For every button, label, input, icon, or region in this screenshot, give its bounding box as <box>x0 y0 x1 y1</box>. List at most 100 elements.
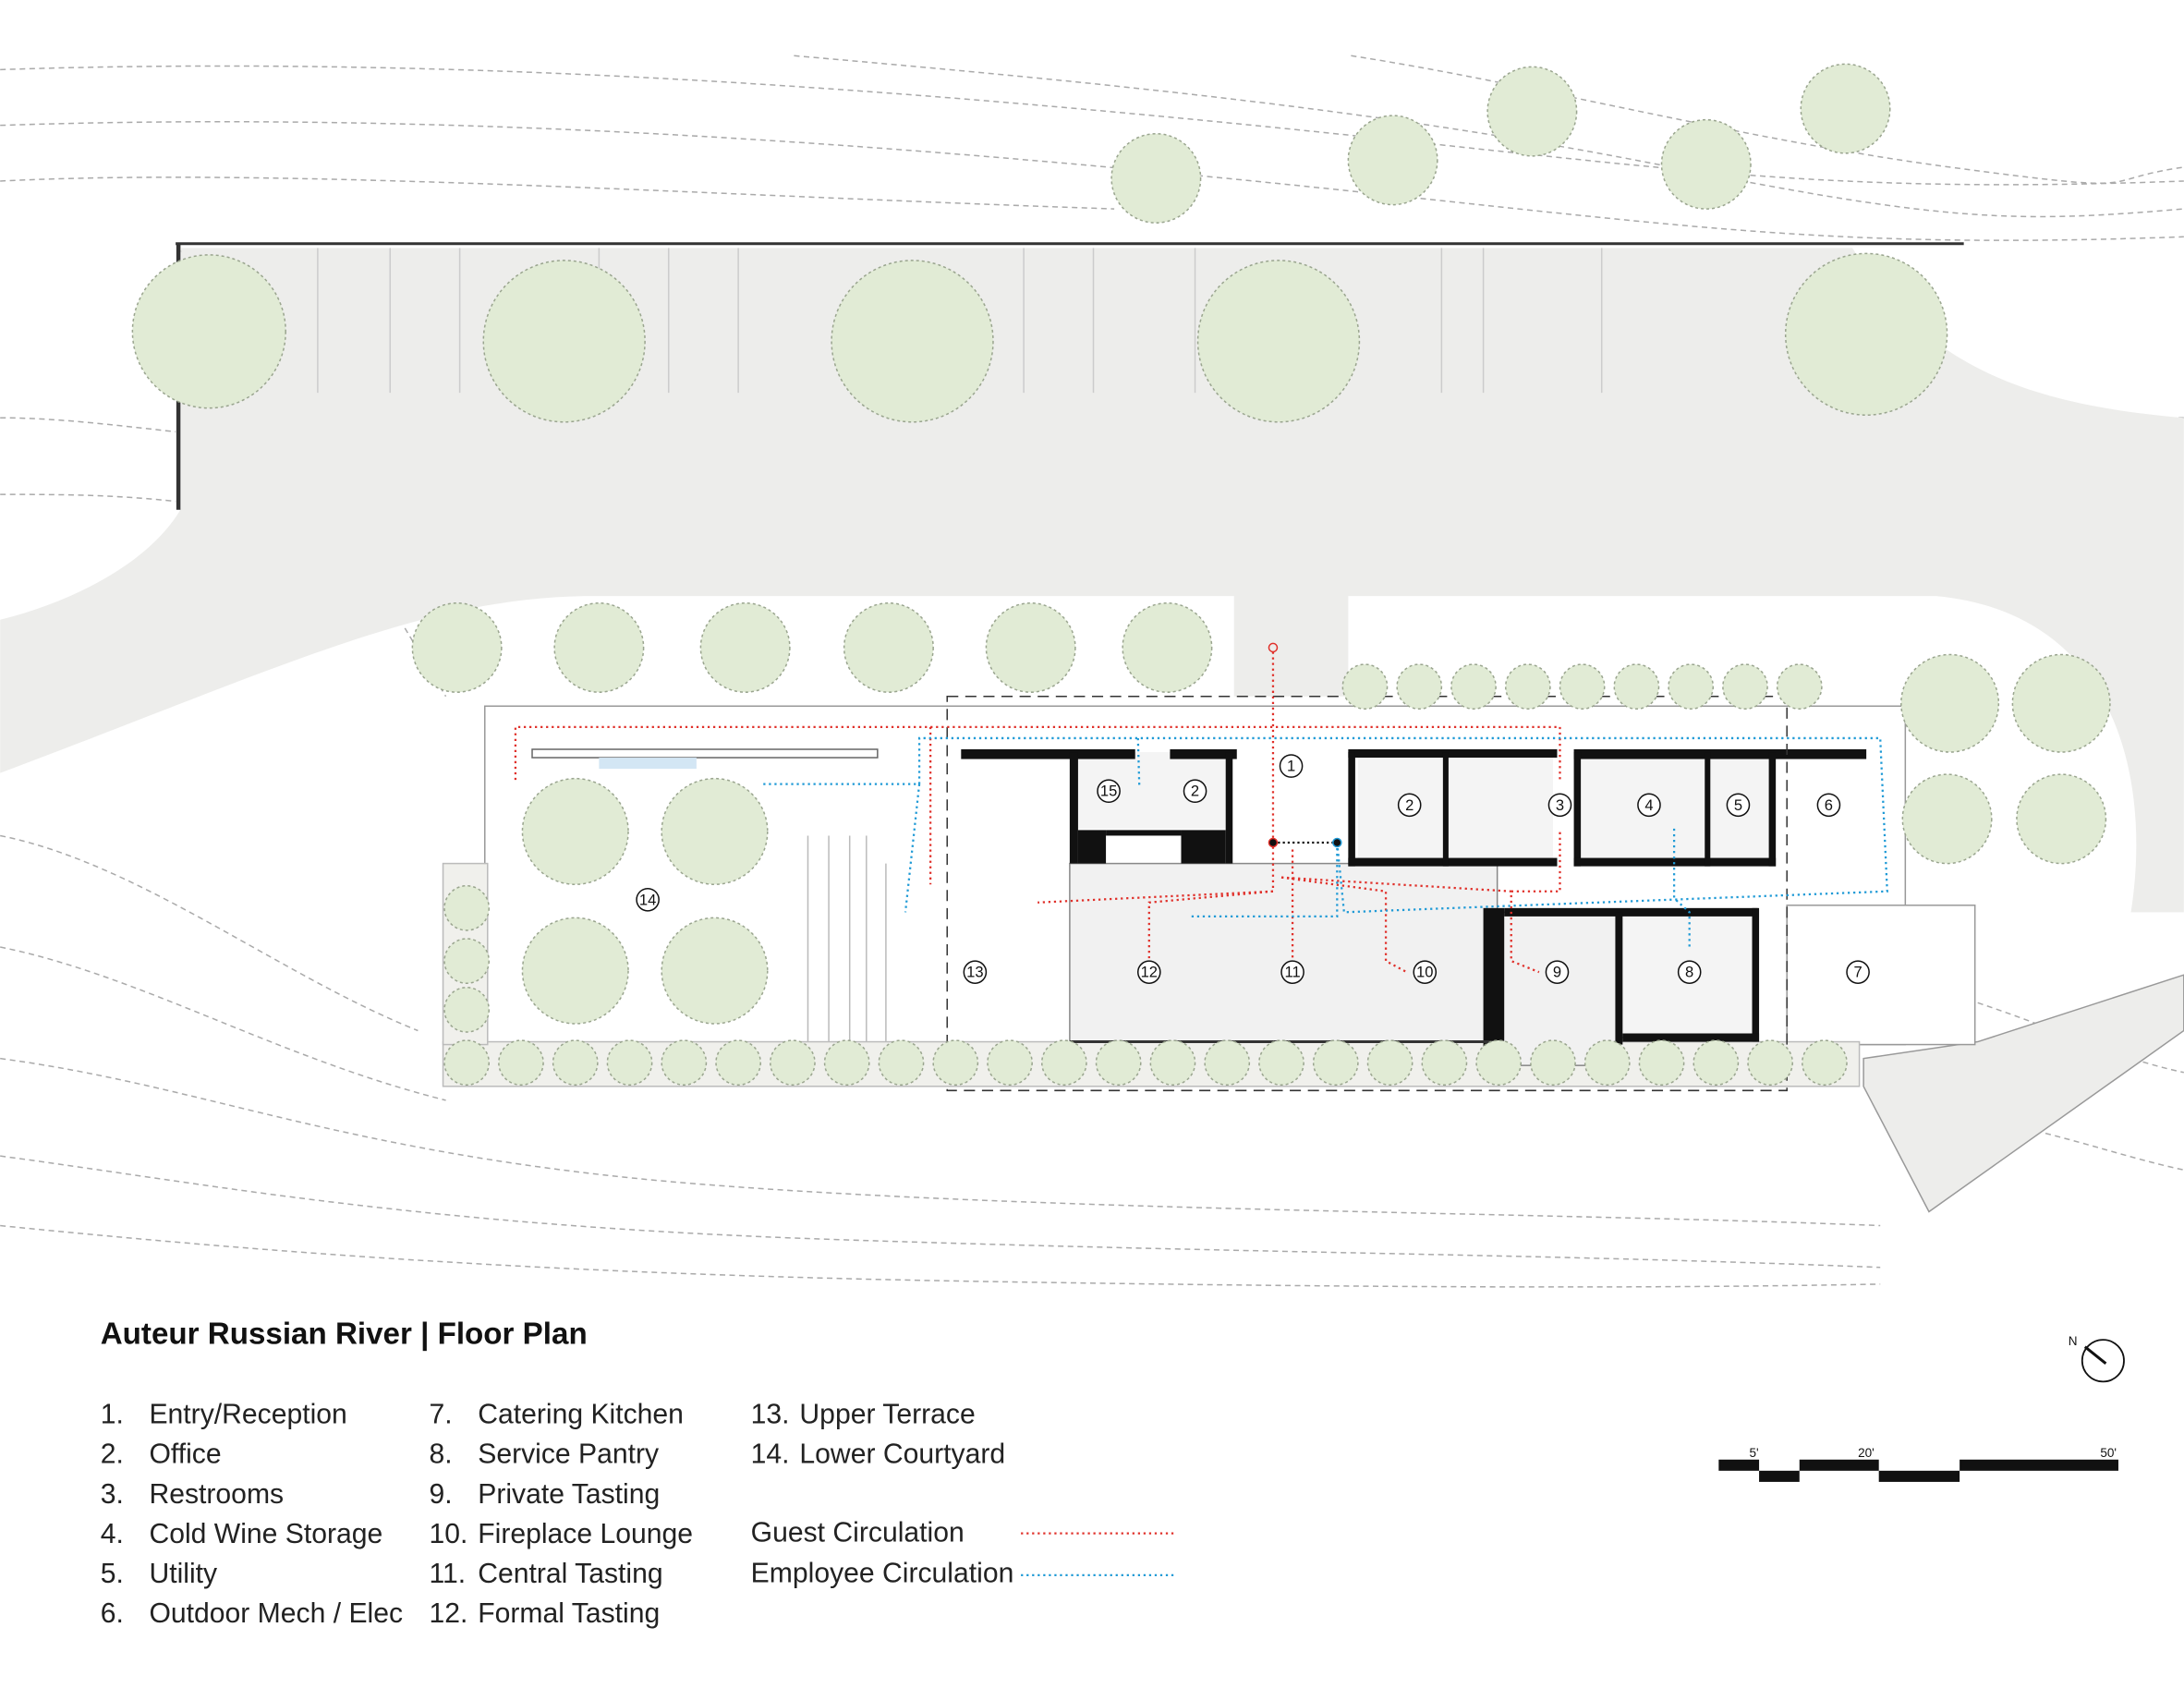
tag-number: 14 <box>639 891 656 908</box>
tree-icon <box>1901 773 1993 865</box>
tag-circle <box>1183 779 1207 804</box>
tree-icon <box>1486 66 1578 157</box>
room-tag: 5 <box>1726 793 1751 818</box>
tag-circle <box>1726 793 1751 818</box>
tag-number: 12 <box>1141 964 1158 981</box>
tree-icon <box>411 601 503 693</box>
tree-icon <box>498 1039 544 1087</box>
tree-icon <box>1475 1039 1523 1087</box>
tag-circle <box>1637 793 1661 818</box>
legend-room-number: 14. <box>751 1439 790 1470</box>
legend-room-label: Office <box>149 1439 221 1470</box>
tree-icon <box>932 1039 979 1087</box>
room-tag: 10 <box>1413 960 1438 984</box>
tag-number: 6 <box>1825 796 1833 814</box>
tag-circle <box>1846 960 1870 984</box>
office-restroom-block <box>1357 752 1553 864</box>
tree-icon <box>1800 63 1891 154</box>
room-tag: 14 <box>636 887 660 912</box>
tree-icon <box>2016 773 2107 865</box>
topographic-contours <box>0 55 2184 1288</box>
tree-icon <box>1347 115 1438 206</box>
guest-start-marker <box>1268 642 1279 653</box>
tree-icon <box>553 601 645 693</box>
tree-icon <box>1638 1039 1685 1087</box>
tree-icon <box>843 601 934 693</box>
guest-circulation-paths <box>514 651 1561 974</box>
room-tag: 7 <box>1846 960 1870 984</box>
room-tag: 13 <box>963 960 988 984</box>
steps <box>807 835 887 1042</box>
tag-number: 15 <box>1100 783 1117 800</box>
scale-label-5: 5' <box>1750 1446 1759 1460</box>
room-tag: 11 <box>1280 960 1304 984</box>
tree-icon <box>131 254 286 409</box>
tag-circle <box>636 887 660 912</box>
catering-kitchen-area <box>1786 905 1976 1046</box>
room-legend: 1.Entry/Reception2.Office3.Restrooms4.Co… <box>101 1400 1005 1630</box>
tag-number: 2 <box>1191 783 1199 800</box>
tag-number: 13 <box>966 964 983 981</box>
legend-guest-label: Guest Circulation <box>751 1518 965 1548</box>
tree-icon <box>482 260 646 423</box>
tag-number: 9 <box>1553 964 1561 981</box>
legend-room-label: Cold Wine Storage <box>149 1519 382 1549</box>
tree-icon <box>443 987 491 1033</box>
tree-icon <box>715 1039 761 1087</box>
legend-room-label: Service Pantry <box>478 1439 659 1470</box>
tag-circle <box>1136 960 1161 984</box>
tag-circle <box>1545 960 1570 984</box>
tree-icon <box>1747 1039 1793 1087</box>
tag-number: 11 <box>1284 964 1300 981</box>
tree-icon <box>1504 663 1551 710</box>
legend-room-number: 2. <box>101 1439 124 1470</box>
room-tag: 4 <box>1637 793 1661 818</box>
scale-label-50: 50' <box>2100 1446 2117 1460</box>
legend-room-label: Formal Tasting <box>478 1598 660 1629</box>
tree-icon <box>661 1039 708 1087</box>
north-label: N <box>2069 1334 2078 1348</box>
legend-room-label: Entry/Reception <box>149 1400 346 1430</box>
tag-number: 3 <box>1556 796 1564 814</box>
tree-icon <box>987 1039 1033 1087</box>
legend-room-number: 12. <box>429 1598 467 1629</box>
tree-icon <box>1204 1039 1251 1087</box>
tree-icon <box>1258 1039 1304 1087</box>
tag-number: 4 <box>1644 796 1653 814</box>
tree-icon <box>1693 1039 1740 1087</box>
room-tag: 15 <box>1097 779 1121 804</box>
tree-icon <box>443 1039 491 1087</box>
tree-icon <box>1559 663 1606 710</box>
tree-icon <box>1784 252 1948 416</box>
tree-icon <box>699 601 791 693</box>
guest-node <box>1268 837 1279 848</box>
tree-icon <box>1668 663 1715 710</box>
tree-icon <box>521 917 629 1025</box>
tree-icon <box>1396 663 1443 710</box>
plan-title: Auteur Russian River | Floor Plan <box>101 1318 588 1352</box>
legend-room-number: 6. <box>101 1598 124 1629</box>
tree-icon <box>1722 663 1768 710</box>
room-tag: 1 <box>1279 754 1304 778</box>
legend-room-number: 9. <box>429 1479 452 1510</box>
legend-room-number: 1. <box>101 1400 124 1430</box>
tree-icon <box>1530 1039 1576 1087</box>
tag-circle <box>1397 793 1422 818</box>
legend-room-number: 7. <box>429 1400 452 1430</box>
tree-icon <box>1110 132 1202 224</box>
tree-icon <box>1421 1039 1468 1087</box>
tag-circle <box>1816 793 1841 818</box>
room-tag: 6 <box>1816 793 1841 818</box>
room-tag: 3 <box>1547 793 1572 818</box>
tag-number: 5 <box>1734 796 1742 814</box>
tree-icon <box>1802 1039 1848 1087</box>
legend-room-number: 4. <box>101 1519 124 1549</box>
tree-icon <box>1095 1039 1142 1087</box>
legend-room-label: Central Tasting <box>478 1559 662 1589</box>
tree-icon <box>1583 1039 1631 1087</box>
tree-icon <box>443 884 491 931</box>
tree-icon <box>1900 653 2000 753</box>
tree-icon <box>878 1039 925 1087</box>
tree-icon <box>1613 663 1660 710</box>
